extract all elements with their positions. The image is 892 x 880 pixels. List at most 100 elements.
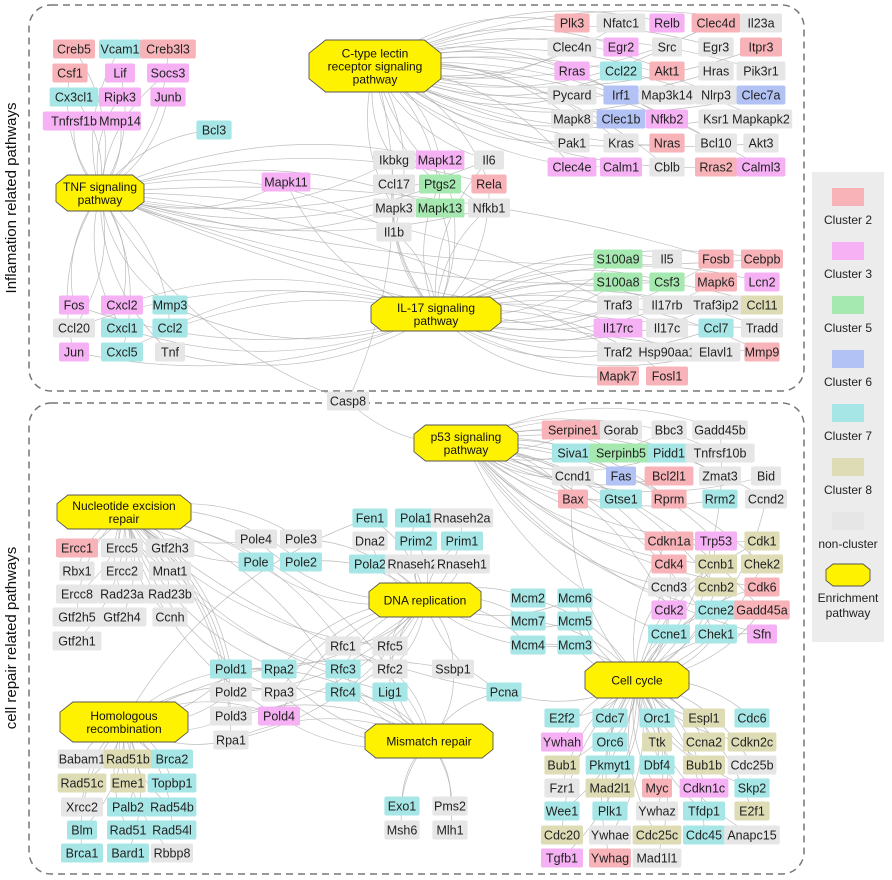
gene-box-rprm <box>651 489 687 509</box>
gene-box-orc6 <box>592 732 628 752</box>
gene-label-serpine1: Serpine1 <box>548 423 598 437</box>
gene-label-mcm6: Mcm6 <box>558 591 592 605</box>
edge-fosb-tnf <box>99 186 717 260</box>
gene-box-palb2 <box>107 797 149 817</box>
gene-node-ccnd1: Ccnd1 <box>552 466 594 486</box>
gene-label-rnaseh1: Rnaseh1 <box>437 557 487 571</box>
gene-label-map3k14: Map3k14 <box>641 88 692 102</box>
gene-node-rpa1: Rpa1 <box>213 730 249 750</box>
gene-box-relb <box>649 13 685 33</box>
gene-label-cdc45: Cdc45 <box>686 828 722 842</box>
gene-box-e2f1 <box>734 801 770 821</box>
gene-box-ccne1 <box>648 624 690 644</box>
gene-node-mnat1: Mnat1 <box>149 561 191 581</box>
gene-node-plk1: Plk1 <box>592 801 628 821</box>
gene-label-ssbp1: Ssbp1 <box>435 662 470 676</box>
pathway-label-ner: Nucleotide excision <box>72 499 175 513</box>
gene-node-mmp3: Mmp3 <box>152 295 188 315</box>
edge-nfkb1-tnf <box>99 192 490 232</box>
gene-box-bcl2l1 <box>644 466 694 486</box>
gene-label-pycard: Pycard <box>553 88 592 102</box>
gene-label-tnf: Tnf <box>161 345 180 359</box>
gene-box-exo1 <box>384 796 420 816</box>
gene-box-chek2 <box>741 554 783 574</box>
gene-node-pold4: Pold4 <box>258 706 300 726</box>
legend-swatch-cluster-6 <box>832 350 864 368</box>
gene-node-ercc1: Ercc1 <box>56 538 98 558</box>
gene-label-plk1: Plk1 <box>598 804 622 818</box>
gene-box-ttk <box>642 732 672 752</box>
gene-node-plk3: Plk3 <box>554 13 590 33</box>
pathway-octagon-ner <box>56 494 192 530</box>
gene-box-src <box>652 37 682 57</box>
gene-box-pkmyt1 <box>585 755 635 775</box>
gene-label-creb3l3: Creb3l3 <box>146 42 190 56</box>
gene-box-mad2l1 <box>585 778 635 798</box>
gene-label-ccnb2: Ccnb2 <box>698 580 734 594</box>
section-title-inflammation: Inflamation related pathways <box>3 103 20 294</box>
gene-box-csf3 <box>649 272 685 292</box>
gene-node-gtse1: Gtse1 <box>600 489 642 509</box>
gene-node-rad51: Rad51 <box>107 820 149 840</box>
gene-box-mapk13 <box>415 198 465 218</box>
gene-node-mapk8: Mapk8 <box>551 109 593 129</box>
gene-box-creb3l3 <box>140 39 196 59</box>
gene-node-mapkapk2: Mapkapk2 <box>729 109 793 129</box>
gene-node-pak1: Pak1 <box>554 133 590 153</box>
gene-label-rad23b: Rad23b <box>148 587 192 601</box>
gene-node-tnf: Tnf <box>155 342 185 362</box>
gene-label-gtf2h5: Gtf2h5 <box>58 610 96 624</box>
gene-node-palb2: Palb2 <box>107 797 149 817</box>
gene-box-rfc1 <box>325 636 361 656</box>
gene-box-gadd45b <box>692 420 748 440</box>
gene-label-mapk8: Mapk8 <box>553 112 591 126</box>
gene-box-bbc3 <box>651 420 687 440</box>
gene-box-cxcl1 <box>101 318 143 338</box>
gene-box-il17rb <box>642 295 692 315</box>
gene-label-tnfrsf1b: Tnfrsf1b <box>51 114 97 128</box>
gene-box-tnf <box>155 342 185 362</box>
gene-box-pms2 <box>432 796 468 816</box>
gene-box-ssbp1 <box>432 659 474 679</box>
gene-box-ccnd2 <box>745 489 787 509</box>
gene-node-pole4: Pole4 <box>235 529 277 549</box>
gene-box-cdkn1c <box>679 778 729 798</box>
gene-node-il5: Il5 <box>652 249 682 269</box>
legend-swatch-cluster-3 <box>832 242 864 260</box>
edge-traf2-tnf <box>99 192 619 353</box>
gene-box-pold4 <box>258 706 300 726</box>
gene-box-hsp90aa1 <box>635 342 699 362</box>
pathway-label-p53: pathway <box>444 443 489 457</box>
gene-label-ccl2: Ccl2 <box>157 321 182 335</box>
gene-node-mapk6: Mapk6 <box>695 272 737 292</box>
gene-box-ccnb2 <box>695 577 737 597</box>
gene-box-siva1 <box>552 443 594 463</box>
gene-label-bax: Bax <box>562 492 584 506</box>
gene-label-rfc5: Rfc5 <box>377 639 403 653</box>
gene-node-cdc25b: Cdc25b <box>727 755 777 775</box>
gene-box-mapk11 <box>261 172 311 192</box>
edge-pold1-dna <box>230 599 426 671</box>
gene-label-pold1: Pold1 <box>215 662 247 676</box>
gene-node-rfc3: Rfc3 <box>325 659 361 679</box>
gene-node-chek1: Chek1 <box>695 624 737 644</box>
gene-label-il17c: Il17c <box>654 321 680 335</box>
gene-box-mmp9 <box>744 342 780 362</box>
gene-label-rras: Rras <box>559 64 585 78</box>
gene-node-mcm2: Mcm2 <box>510 588 546 608</box>
gene-label-nfkb1: Nfkb1 <box>473 201 506 215</box>
gene-label-il17rc: Il17rc <box>603 321 634 335</box>
gene-node-kras: Kras <box>603 133 639 153</box>
gene-label-rfc2: Rfc2 <box>377 662 403 676</box>
gene-node-relb: Relb <box>649 13 685 33</box>
gene-box-fosb <box>698 249 734 269</box>
gene-node-egr3: Egr3 <box>698 37 734 57</box>
gene-box-prim2 <box>395 531 437 551</box>
gene-node-ttk: Ttk <box>642 732 672 752</box>
gene-node-ripk3: Ripk3 <box>99 87 141 107</box>
gene-label-mmp9: Mmp9 <box>745 345 780 359</box>
gene-label-rad54l: Rad54l <box>152 823 192 837</box>
gene-node-anapc15: Anapc15 <box>724 825 780 845</box>
